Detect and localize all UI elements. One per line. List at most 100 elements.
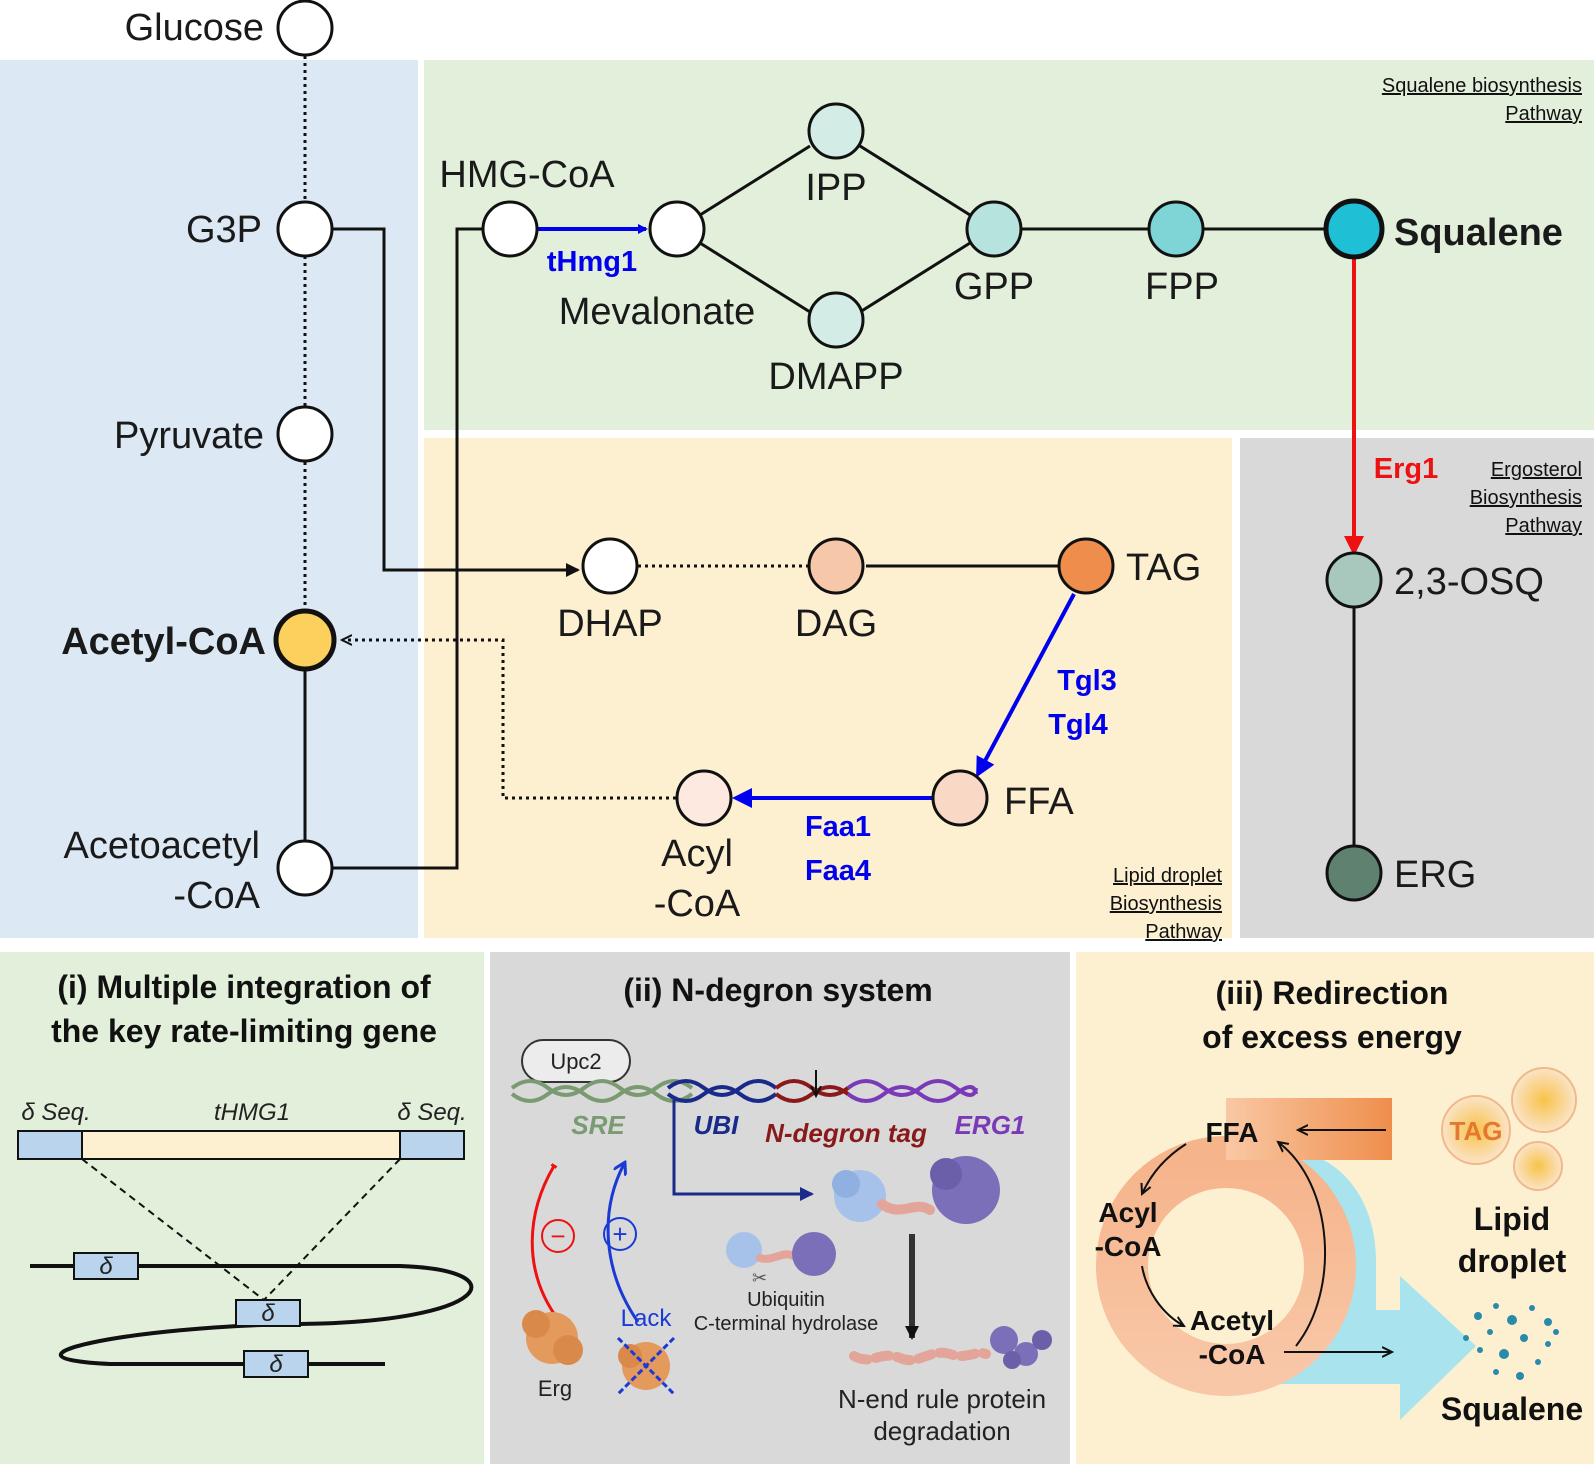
upc2-box xyxy=(521,1039,631,1083)
expression-arrow xyxy=(672,1100,814,1201)
minus-label: − xyxy=(550,1221,565,1251)
delta-box-left xyxy=(17,1130,83,1160)
dmapp-label: DMAPP xyxy=(768,356,903,398)
acetyl-cycle-label: Acetyl xyxy=(1190,1305,1274,1336)
acetyl-ffa-arrow xyxy=(1278,1142,1327,1347)
ipp-node xyxy=(807,102,865,160)
delta-seq-right-label: δ Seq. xyxy=(397,1099,466,1126)
delta-box-right xyxy=(399,1130,465,1160)
acyl-cycle-label: Acyl xyxy=(1098,1197,1157,1228)
degradation-label: degradation xyxy=(873,1416,1010,1446)
ffa-label: FFA xyxy=(1004,781,1074,823)
dna-ubi xyxy=(666,1085,778,1103)
fpp-node xyxy=(1147,200,1205,258)
thmg1-gene-box xyxy=(81,1130,401,1160)
glycolysis-region xyxy=(0,60,418,938)
squalene-label: Squalene xyxy=(1394,212,1563,254)
acyl-acetyl-arrow xyxy=(1141,1265,1184,1326)
erg1-label: Erg1 xyxy=(1374,453,1438,485)
integration-line xyxy=(263,1158,401,1301)
acetyl-coa-label: Acetyl-CoA xyxy=(61,621,266,663)
acyl-coa-node xyxy=(675,769,733,827)
dhap-label: DHAP xyxy=(557,603,663,645)
panel-i-background xyxy=(0,952,484,1464)
erg1-gene-label: ERG1 xyxy=(955,1110,1026,1140)
g3p-node xyxy=(276,200,334,258)
acyl-cycle-label: -CoA xyxy=(1095,1231,1162,1262)
dna-sre xyxy=(510,1085,694,1103)
panel-ii-title: (ii) N-degron system xyxy=(623,972,932,1008)
ipp-label: IPP xyxy=(805,167,866,209)
panel-iii-title: of excess energy xyxy=(1202,1019,1462,1055)
tag-droplet-label: TAG xyxy=(1450,1116,1503,1146)
acyl-coa-label: Acyl xyxy=(661,833,733,875)
lipid-region-label: Biosynthesis xyxy=(1110,893,1222,915)
faa1-label: Faa1 xyxy=(805,811,871,843)
upc2-label: Upc2 xyxy=(550,1049,601,1074)
glucose-label: Glucose xyxy=(125,7,264,49)
dna-sre xyxy=(510,1079,694,1097)
ffa-cycle-label: FFA xyxy=(1206,1117,1259,1148)
ergosterol-region-label: Biosynthesis xyxy=(1470,487,1582,509)
delta-seq-left-label: δ Seq. xyxy=(21,1099,90,1126)
acetoacetyl-coa-node xyxy=(276,839,334,897)
lipid-region-label: Lipid droplet xyxy=(1113,865,1222,887)
delta-label: δ xyxy=(269,1351,283,1378)
g3p-dhap-edge xyxy=(333,227,580,577)
chromosome-delta-box xyxy=(73,1252,139,1280)
squalene-product-label: Squalene xyxy=(1441,1391,1583,1427)
lipid-droplet-icon xyxy=(1511,1067,1577,1133)
lipid-droplet-icon xyxy=(1441,1095,1511,1165)
tag-label: TAG xyxy=(1126,547,1201,589)
dag-node xyxy=(807,537,865,595)
delta-label: δ xyxy=(99,1253,113,1280)
lipid-region-label: Pathway xyxy=(1145,921,1222,943)
chromosome-delta-box xyxy=(243,1350,309,1378)
pyruvate-node xyxy=(276,405,334,463)
svg-text:✂: ✂ xyxy=(752,1268,767,1288)
integration-line xyxy=(81,1158,265,1301)
plus-label: + xyxy=(612,1219,627,1249)
lipid-droplet-region xyxy=(424,438,1232,938)
squalene-region-label: Squalene biosynthesis xyxy=(1382,75,1582,97)
mevalonate-ipp-edge xyxy=(699,144,811,217)
acetyl-coa-node xyxy=(273,608,337,672)
lipid-droplet-label: Lipid xyxy=(1474,1201,1550,1237)
dmapp-node xyxy=(807,291,865,349)
lack-label: Lack xyxy=(621,1305,673,1332)
ergosterol-region-label: Pathway xyxy=(1505,515,1582,537)
acetyl-cycle-label: -CoA xyxy=(1199,1339,1266,1370)
hmg-coa-node xyxy=(481,200,539,258)
ubi-label: UBI xyxy=(694,1110,740,1140)
panel-iii-title: (iii) Redirection xyxy=(1216,975,1449,1011)
hmg-coa-label: HMG-CoA xyxy=(439,154,615,196)
thmg1-label: tHmg1 xyxy=(547,246,637,278)
lipid-droplet-icon xyxy=(1513,1141,1563,1191)
thmg1-gene-label: tHMG1 xyxy=(214,1099,290,1126)
squalene-particles-icon xyxy=(1463,1303,1559,1380)
acyl-coa-label: -CoA xyxy=(654,883,741,925)
tgl3-label: Tgl3 xyxy=(1057,665,1117,697)
degraded-protein-icon xyxy=(849,1326,1052,1369)
lipid-droplet-label: droplet xyxy=(1458,1243,1567,1279)
negative-regulation-arrow xyxy=(530,1166,560,1323)
dag-label: DAG xyxy=(795,603,877,645)
ipp-gpp-edge xyxy=(859,144,971,217)
osq-node xyxy=(1325,551,1383,609)
hydrolase-label: Ubiquitin xyxy=(747,1289,825,1311)
hydrolase-icon: ✂ xyxy=(726,1232,836,1288)
erg-protein-icon xyxy=(522,1310,583,1365)
fusion-protein-icon xyxy=(832,1156,1000,1224)
gpp-label: GPP xyxy=(954,266,1034,308)
erg-node xyxy=(1325,844,1383,902)
dhap-node xyxy=(581,537,639,595)
tag-node xyxy=(1057,537,1115,595)
hydrolase-label: C-terminal hydrolase xyxy=(694,1313,879,1335)
lack-protein-icon xyxy=(616,1336,676,1396)
dmapp-gpp-edge xyxy=(859,241,971,314)
tgl-arrow xyxy=(976,593,1076,778)
acetoacetyl-coa-label: Acetoacetyl xyxy=(64,825,260,867)
squalene-node xyxy=(1323,198,1385,260)
panel-i-title: the key rate-limiting gene xyxy=(51,1013,437,1049)
acetoacetyl-hmg-edge xyxy=(333,227,482,870)
